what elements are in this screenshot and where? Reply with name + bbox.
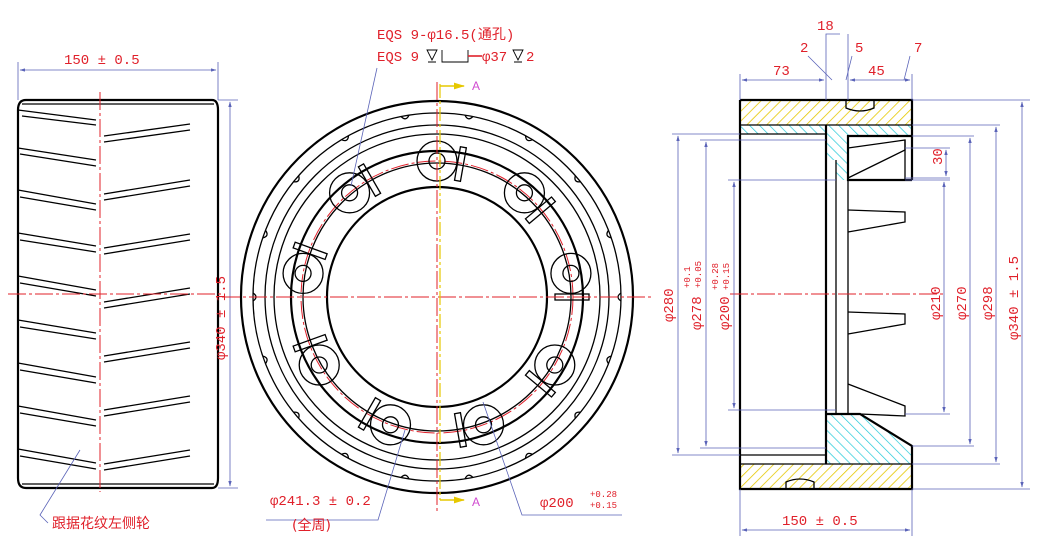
- pcd-note: (全周): [292, 517, 331, 534]
- tread-grooves-left: [17, 109, 97, 470]
- rim-notch: [262, 229, 268, 239]
- section-mark-top: A: [472, 79, 480, 93]
- bore-tol-upper: +0.28: [590, 490, 617, 500]
- bolt-hole: [381, 416, 400, 434]
- bolt-hole: [546, 356, 564, 374]
- svg-text:φ37: φ37: [482, 50, 507, 66]
- bolt-hole-counterbore: [282, 252, 324, 295]
- depth-icon-2: [512, 49, 524, 63]
- radial-slot: [453, 411, 468, 448]
- section-mark-bottom: A: [472, 495, 480, 509]
- pcd-dim: φ241.3 ± 0.2: [270, 494, 371, 510]
- rim-notch: [262, 355, 268, 365]
- dia-278: φ278: [690, 296, 706, 330]
- radial-slot: [292, 333, 328, 353]
- dim-2: 2: [800, 41, 808, 57]
- bore-tol-lower: +0.15: [590, 501, 617, 511]
- bolt-hole: [562, 264, 580, 283]
- bolt-hole: [310, 356, 328, 374]
- rim-notch: [400, 474, 410, 480]
- hatch-bottom-yellow: [740, 464, 912, 489]
- pattern-note: 跟据花纹左侧轮: [52, 516, 150, 532]
- rim-notch: [574, 175, 581, 183]
- dia-270: φ270: [955, 286, 971, 320]
- left-view-outline: [16, 98, 220, 490]
- radial-slot: [453, 146, 468, 183]
- rim-notch: [606, 355, 612, 365]
- bolt-hole-counterbore: [534, 344, 576, 386]
- dim-7: 7: [914, 41, 922, 57]
- dim-30: 30: [931, 148, 947, 165]
- eqs-hole-note: EQS 9-φ16.5(通孔): [377, 27, 514, 44]
- radial-slots: [292, 146, 590, 448]
- svg-text:2: 2: [526, 50, 534, 66]
- rim-notch: [400, 114, 410, 120]
- bolt-hole-counterbore: [328, 172, 371, 214]
- radial-slot: [357, 162, 382, 198]
- rim-notch: [341, 452, 350, 459]
- dia-298: φ298: [981, 286, 997, 320]
- counterbore-icon: [441, 50, 469, 63]
- bore-dim: φ200: [540, 496, 574, 512]
- section-outline: [738, 98, 914, 491]
- rim-notch: [293, 411, 300, 419]
- dia-200-upper: +0.28: [711, 263, 721, 290]
- bolt-hole-counterbore: [503, 172, 546, 214]
- rim-notch: [606, 229, 612, 239]
- dia-200-section: φ200: [718, 296, 734, 330]
- rim-notch: [464, 114, 474, 120]
- dia-340-section: φ340 ± 1.5: [1007, 256, 1023, 340]
- rim-notch: [341, 135, 350, 142]
- dim-18: 18: [817, 19, 834, 35]
- bolt-hole: [294, 264, 312, 283]
- dia-200-lower: +0.15: [722, 263, 732, 290]
- eqs-counterbore-note: EQS 9 φ37 2: [377, 49, 534, 66]
- front-view: A A EQS 9-φ16.5(通孔) EQS 9 φ37 2 φ241.3 ±…: [222, 27, 652, 534]
- radial-slot: [292, 241, 328, 261]
- rim-notch: [293, 175, 300, 183]
- rim-notch: [524, 452, 533, 459]
- bolt-hole-counterbore: [298, 344, 340, 386]
- radial-slot: [524, 369, 557, 398]
- dia-278-upper: +0.1: [683, 266, 693, 288]
- bolt-hole: [474, 416, 493, 434]
- dia-278-lower: +0.05: [694, 261, 704, 288]
- left-view: 150 ± 0.5 φ340 ± 1.5 跟据花纹左侧轮: [8, 53, 238, 532]
- rim-notch: [524, 135, 533, 142]
- rim-notch: [574, 411, 581, 419]
- eqs-leader: [350, 67, 378, 187]
- section-spokes: [847, 139, 906, 417]
- hatch-top-yellow: [740, 100, 912, 125]
- bolt-hole: [340, 184, 359, 202]
- dim-5: 5: [855, 41, 863, 57]
- depth-icon: [426, 49, 438, 63]
- bolt-hole-counterbore: [462, 404, 505, 446]
- rim-notches: [252, 114, 622, 480]
- bolt-hole: [515, 184, 534, 202]
- radial-slot: [357, 396, 382, 432]
- rim-notch: [464, 474, 474, 480]
- left-dia-dim: φ340 ± 1.5: [214, 276, 230, 360]
- section-width-dim: 150 ± 0.5: [782, 514, 858, 530]
- section-view: 73 45 18 2 5 7 30 φ280 φ278 +0.1 +0.05 φ…: [662, 19, 1030, 536]
- radial-slot: [524, 196, 557, 225]
- left-width-dim: 150 ± 0.5: [64, 53, 140, 69]
- dim-73: 73: [773, 64, 790, 80]
- bolt-hole-counterbore: [369, 404, 412, 446]
- tread-grooves-right: [103, 123, 191, 471]
- dia-210: φ210: [929, 286, 945, 320]
- svg-text:EQS 9: EQS 9: [377, 50, 419, 66]
- dim-45: 45: [868, 64, 885, 80]
- hatch-bottom-cyan: [826, 414, 912, 464]
- dia-280: φ280: [662, 288, 678, 322]
